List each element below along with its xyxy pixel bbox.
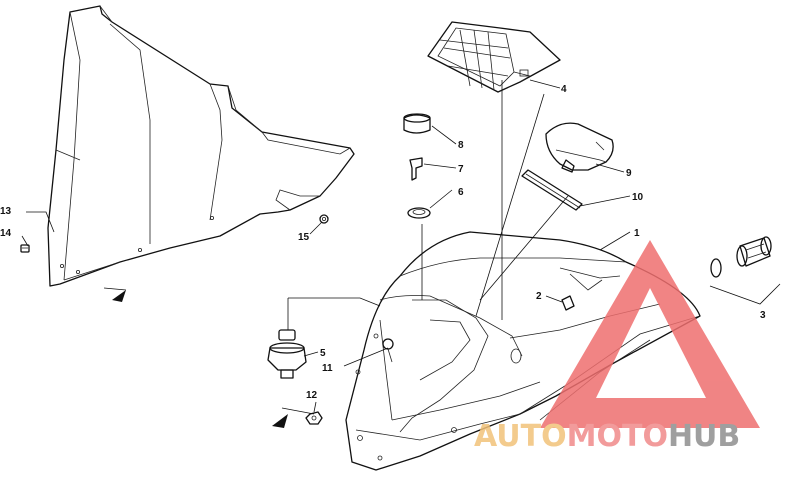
clip-2 [561,295,575,311]
connector-3 [710,236,772,278]
nut-12 [305,411,323,425]
windshield [47,5,355,287]
seal-strip-10 [521,169,583,211]
callout-12: 12 [306,390,318,401]
callout-3: 3 [760,310,766,321]
callout-10: 10 [632,192,644,203]
svg-text:AUTOMOTOHUB: AUTOMOTOHUB [474,419,740,454]
grommet-6 [407,207,431,219]
cover-9 [545,122,614,173]
watermark-part3: HUB [668,419,740,454]
watermark: AUTOMOTOHUB [474,240,760,454]
callout-8: 8 [458,140,464,151]
leader-lines [21,79,781,413]
plug-5 [267,329,307,379]
callout-2: 2 [536,291,542,302]
callout-7: 7 [458,164,464,175]
watermark-part2: MOTO [567,419,668,454]
callout-15: 15 [298,232,310,243]
direction-arrow-left [103,287,127,302]
callout-5: 5 [320,348,326,359]
vent-grille [427,21,561,93]
watermark-triangle-icon [540,240,760,428]
callout-6: 6 [458,187,464,198]
cap-8 [403,113,431,134]
pin-7 [409,157,423,181]
callout-9: 9 [626,168,632,179]
callout-1: 1 [634,228,640,239]
hood-fairing [345,231,701,471]
direction-arrow-lower [272,407,315,428]
callout-labels: 1 2 3 4 5 6 7 8 9 10 11 12 13 14 15 [0,84,766,401]
bolt-11 [382,338,394,363]
callout-14: 14 [0,228,12,239]
screw-15 [319,214,329,224]
callout-11: 11 [322,363,333,374]
callout-13: 13 [0,206,12,217]
callout-4: 4 [561,84,567,95]
watermark-part1: AUTO [474,419,567,454]
screw-14 [20,244,30,253]
